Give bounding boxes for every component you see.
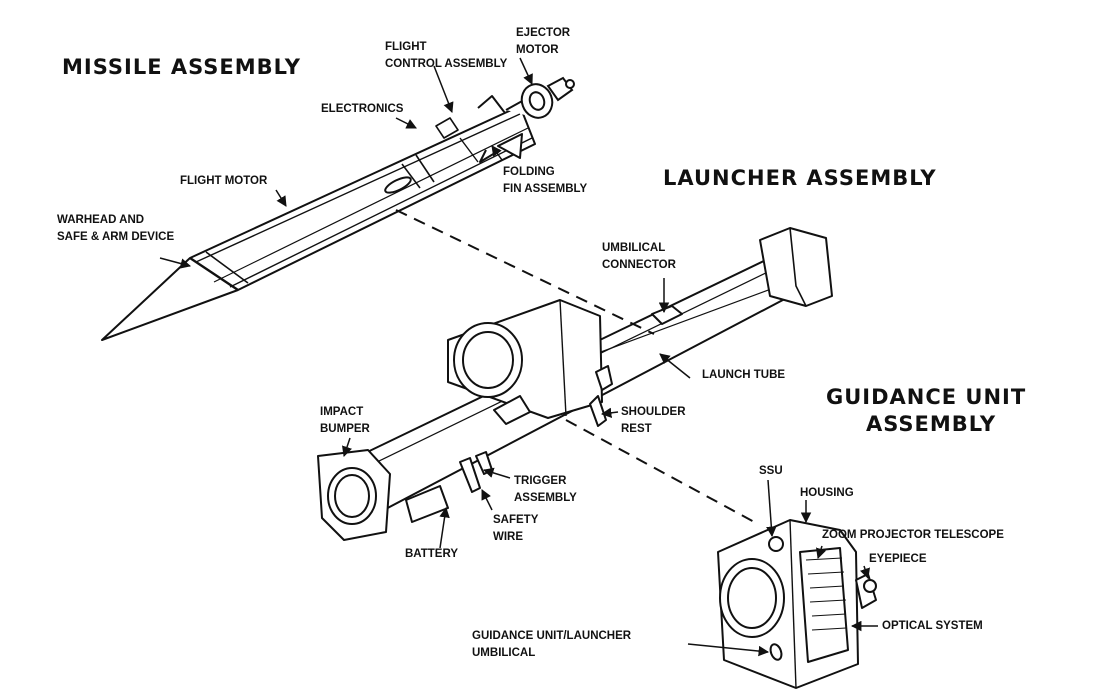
trigger-assembly-label: TRIGGER ASSEMBLY xyxy=(514,473,577,507)
gu-umbilical-label-2: UMBILICAL xyxy=(472,647,536,659)
launch-tube-label: LAUNCH TUBE xyxy=(702,369,786,381)
missile-assembly-title: MISSILE ASSEMBLY xyxy=(62,55,301,79)
umbilical-connector-label: UMBILICAL CONNECTOR xyxy=(602,240,676,274)
electronics-label: ELECTRONICS xyxy=(321,103,404,115)
shoulder-rest-label-2: REST xyxy=(621,423,652,435)
folding-fin-label-1: FOLDING xyxy=(503,166,555,178)
flight-control-label-1: FLIGHT xyxy=(385,41,427,53)
ssu-label: SSU xyxy=(759,465,783,477)
ejector-motor-drawing xyxy=(520,76,575,119)
eyepiece-label: EYEPIECE xyxy=(869,553,927,565)
folding-fin-label-2: FIN ASSEMBLY xyxy=(503,183,588,195)
launcher-assembly-title: LAUNCHER ASSEMBLY xyxy=(663,166,937,190)
trigger-assembly-label-2: ASSEMBLY xyxy=(514,492,577,504)
flight-motor-label: FLIGHT MOTOR xyxy=(180,175,268,187)
safety-wire-label-1: SAFETY xyxy=(493,514,539,526)
ejector-motor-label-2: MOTOR xyxy=(516,44,559,56)
zoom-projector-label: ZOOM PROJECTOR TELESCOPE xyxy=(822,529,1004,541)
flight-control-label: FLIGHT CONTROL ASSEMBLY xyxy=(385,39,507,73)
launcher-drawing xyxy=(317,227,833,541)
warhead-label-2: SAFE & ARM DEVICE xyxy=(57,231,175,243)
trigger-assembly-label-1: TRIGGER xyxy=(514,475,567,487)
shoulder-rest-label: SHOULDER REST xyxy=(621,404,686,438)
warhead-label-1: WARHEAD AND xyxy=(57,214,145,226)
missile-drawing xyxy=(101,95,537,341)
impact-bumper-label-1: IMPACT xyxy=(320,406,364,418)
guidance-unit-title-2: ASSEMBLY xyxy=(866,412,997,436)
folding-fin-label: FOLDING FIN ASSEMBLY xyxy=(503,164,587,198)
gu-umbilical-label-1: GUIDANCE UNIT/LAUNCHER xyxy=(472,630,632,642)
impact-bumper-label-2: BUMPER xyxy=(320,423,370,435)
safety-wire-label-2: WIRE xyxy=(493,531,524,543)
leader-lines xyxy=(159,57,878,657)
flight-control-label-2: CONTROL ASSEMBLY xyxy=(385,58,508,70)
guidance-unit-drawing xyxy=(717,519,877,689)
impact-bumper-label: IMPACT BUMPER xyxy=(320,404,370,438)
assembly-dashed-lines xyxy=(395,209,759,525)
battery-label: BATTERY xyxy=(405,548,459,560)
shoulder-rest-label-1: SHOULDER xyxy=(621,406,686,418)
safety-wire-label: SAFETY WIRE xyxy=(493,512,538,546)
optical-system-label: OPTICAL SYSTEM xyxy=(882,620,983,632)
umbilical-connector-label-1: UMBILICAL xyxy=(602,242,666,254)
warhead-label: WARHEAD AND SAFE & ARM DEVICE xyxy=(57,212,174,246)
ejector-motor-label: EJECTOR MOTOR xyxy=(516,25,570,59)
guidance-unit-title: GUIDANCE UNIT xyxy=(826,385,1027,409)
gu-umbilical-label: GUIDANCE UNIT/LAUNCHER UMBILICAL xyxy=(472,628,631,662)
umbilical-connector-label-2: CONNECTOR xyxy=(602,259,676,271)
ejector-motor-label-1: EJECTOR xyxy=(516,27,571,39)
housing-label: HOUSING xyxy=(800,487,854,499)
